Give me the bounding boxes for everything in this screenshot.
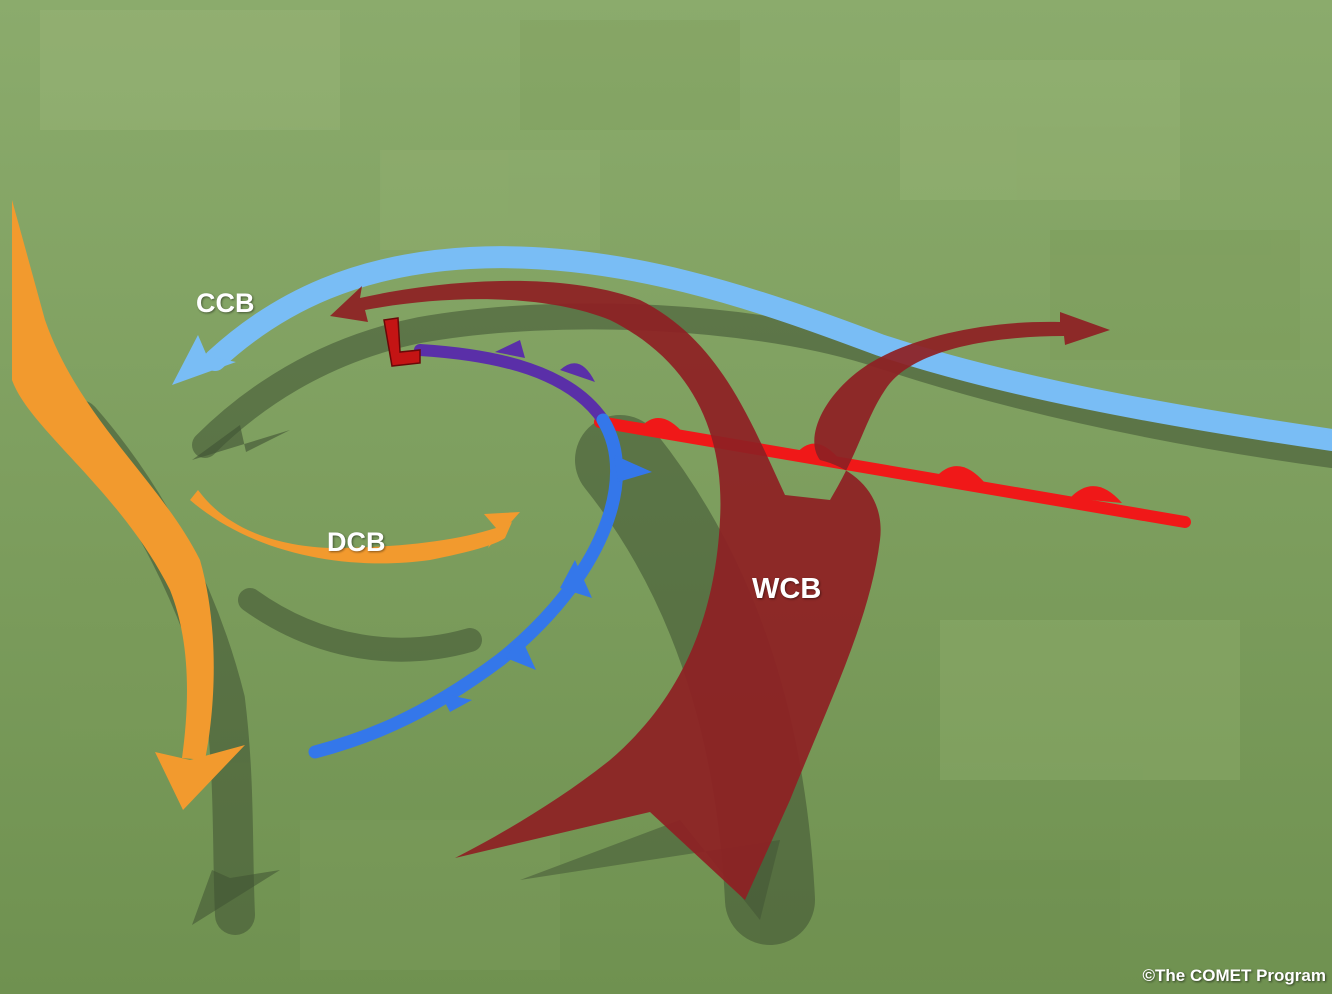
occluded-front-symbols bbox=[495, 340, 595, 382]
ccb-stream bbox=[204, 246, 1332, 451]
occluded-front bbox=[414, 344, 609, 426]
dcb-branch-arrow-head bbox=[484, 512, 520, 548]
dcb-shadow-head bbox=[192, 870, 280, 925]
wcb-stream bbox=[330, 280, 1110, 901]
dcb-branch bbox=[190, 490, 512, 564]
dcb-stream bbox=[12, 200, 214, 760]
warm-front bbox=[594, 416, 1191, 528]
dcb-label: DCB bbox=[327, 527, 386, 557]
cold-front bbox=[308, 413, 623, 759]
ccb-arrow-head bbox=[172, 335, 236, 385]
ccb-shadow-head bbox=[192, 425, 290, 460]
copyright-credit: ©The COMET Program bbox=[1142, 966, 1327, 985]
wcb-label: WCB bbox=[752, 573, 822, 605]
low-pressure-marker bbox=[383, 317, 421, 367]
dcb-arrow-head bbox=[155, 745, 245, 810]
low-marker-shape bbox=[383, 317, 421, 367]
ccb-label: CCB bbox=[196, 288, 255, 318]
cold-front-teeth bbox=[440, 455, 652, 712]
